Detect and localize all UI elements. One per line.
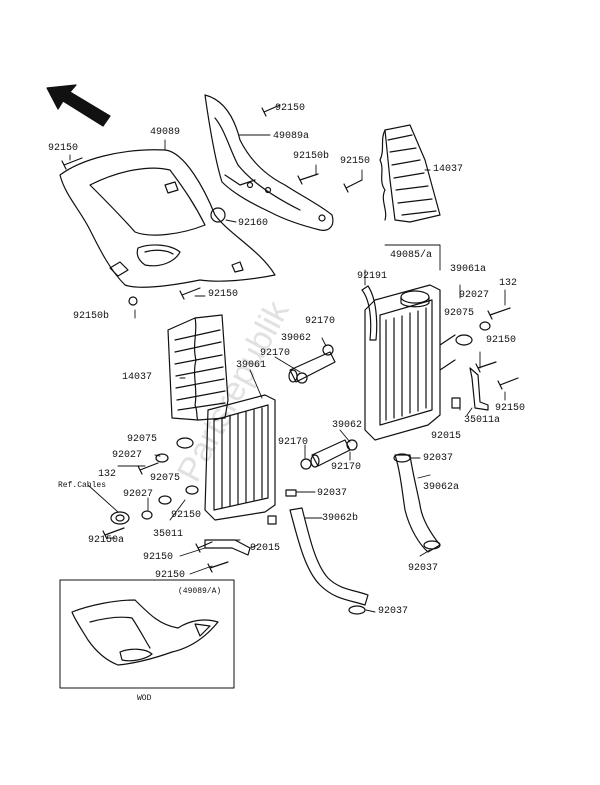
label-92075: 92075 — [127, 434, 158, 445]
bolts — [61, 104, 519, 573]
label-92160: 92160 — [238, 218, 269, 229]
label-92150: 92150 — [340, 156, 371, 167]
label-92037: 92037 — [423, 453, 454, 464]
label-92150: 92150 — [486, 335, 517, 346]
label-92150: 92150 — [495, 403, 526, 414]
inset-caption: WOD — [137, 694, 152, 703]
label-92037: 92037 — [317, 488, 348, 499]
label-49089: 49089 — [150, 127, 181, 138]
label-92170: 92170 — [260, 348, 291, 359]
label-39062: 39062 — [281, 333, 312, 344]
label-92037: 92037 — [408, 563, 439, 574]
label-35011a: 35011a — [464, 415, 501, 426]
label-92150: 92150 — [275, 103, 306, 114]
label-92015: 92015 — [250, 543, 281, 554]
label-92191: 92191 — [357, 271, 388, 282]
label-39062a: 39062a — [423, 482, 460, 493]
label-92027: 92027 — [459, 290, 490, 301]
label-39061: 39061 — [236, 360, 267, 371]
label-132: 132 — [98, 469, 117, 480]
hose-39062a — [394, 454, 441, 553]
label-49085a: 49085/a — [390, 250, 433, 261]
inset-reference-label: (49089/A) — [178, 587, 222, 596]
label-14037: 14037 — [433, 164, 464, 175]
bracket-35011a — [469, 367, 489, 411]
ref-cables-clip — [110, 511, 130, 525]
radiator-left — [204, 394, 276, 521]
label-49089a: 49089a — [273, 131, 310, 142]
label-132: 132 — [499, 278, 518, 289]
hose-clamps — [285, 344, 441, 615]
label-92027: 92027 — [123, 489, 154, 500]
label-ref-cables: Ref.Cables — [58, 481, 107, 490]
radiator-grille-left — [167, 314, 229, 421]
label-92075: 92075 — [150, 473, 181, 484]
grommets — [141, 321, 491, 525]
label-92075: 92075 — [444, 308, 475, 319]
hose-39062-upper — [288, 351, 336, 383]
hose-39062b — [289, 507, 369, 606]
label-14037: 14037 — [122, 372, 153, 383]
leader-lines — [69, 134, 506, 613]
radiator-shroud-upper — [204, 94, 334, 231]
label-92150: 92150 — [171, 510, 202, 521]
label-92150b: 92150b — [293, 151, 330, 162]
label-92150: 92150 — [48, 143, 79, 154]
inset-variant-box — [59, 579, 235, 689]
label-92027: 92027 — [112, 450, 143, 461]
label-35011: 35011 — [153, 529, 184, 540]
label-39062b: 39062b — [322, 513, 359, 524]
radiator-right — [364, 284, 456, 441]
label-39062: 39062 — [332, 420, 363, 431]
label-92170: 92170 — [305, 316, 336, 327]
direction-arrow-icon — [46, 84, 111, 127]
label-92150: 92150 — [143, 552, 174, 563]
label-92150a: 92150a — [88, 535, 125, 546]
label-92150: 92150 — [208, 289, 239, 300]
label-92170: 92170 — [278, 437, 309, 448]
radiator-grille-right — [379, 124, 441, 223]
hose-92191 — [361, 285, 378, 341]
label-39061a: 39061a — [450, 264, 487, 275]
label-92037: 92037 — [378, 606, 409, 617]
label-92150: 92150 — [155, 570, 186, 581]
label-92015: 92015 — [431, 431, 462, 442]
label-92170: 92170 — [331, 462, 362, 473]
label-92150b: 92150b — [73, 311, 110, 322]
